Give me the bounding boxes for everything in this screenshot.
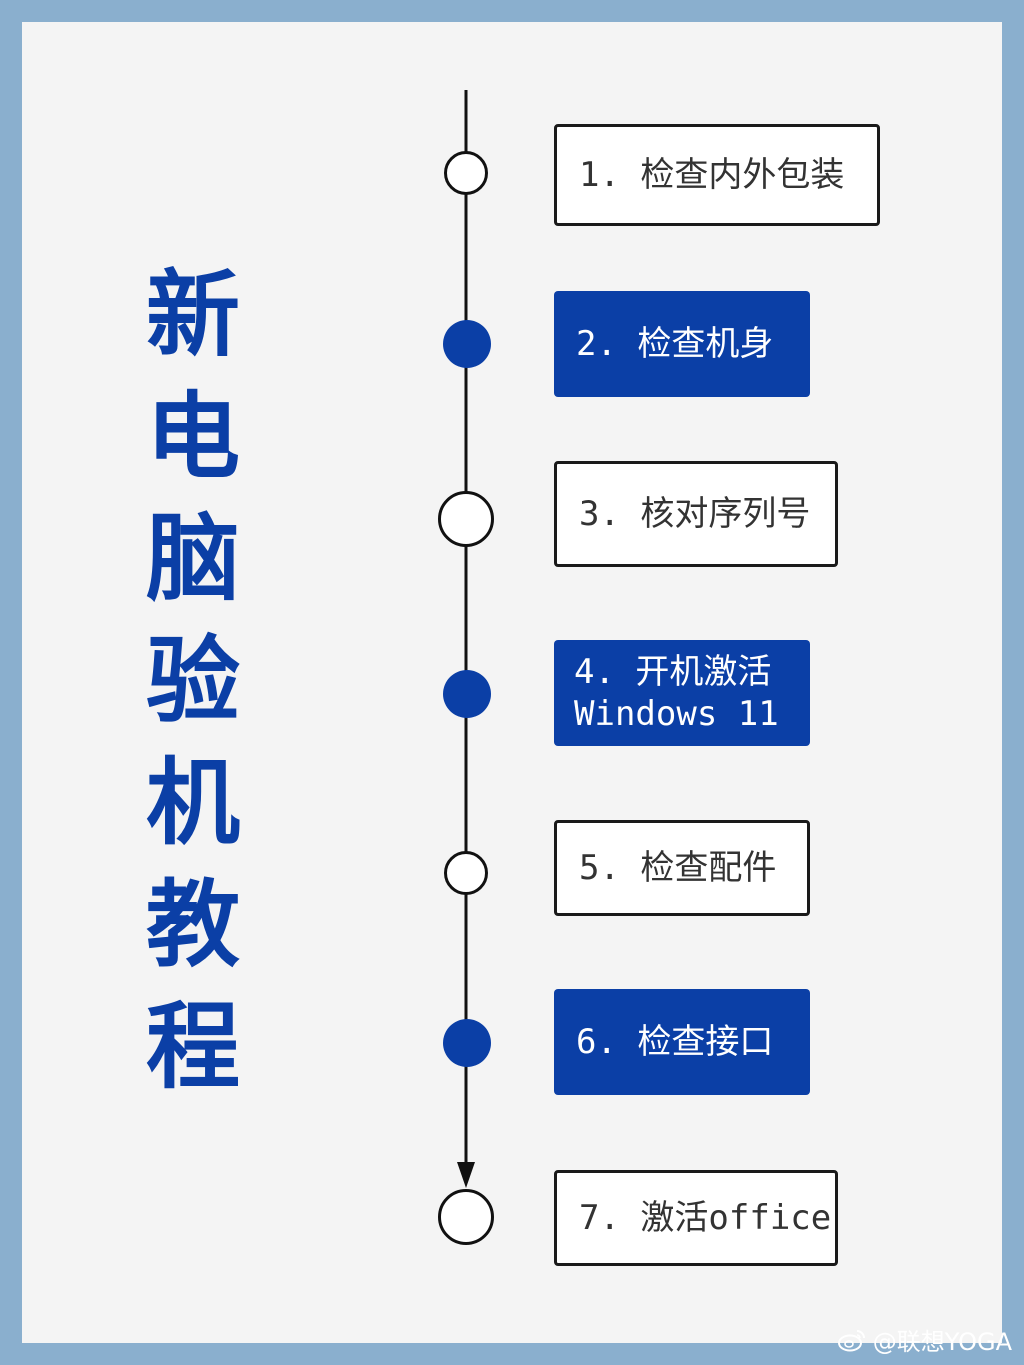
timeline-node-7 bbox=[438, 1189, 494, 1245]
step-box-7: 7. 激活office bbox=[554, 1170, 838, 1266]
step-label: 3. 核对序列号 bbox=[579, 494, 811, 534]
step-label-line2: Windows 11 bbox=[574, 694, 779, 734]
step-box-4: 4. 开机激活 Windows 11 bbox=[554, 640, 810, 746]
weibo-icon bbox=[837, 1329, 865, 1351]
timeline-node-6 bbox=[443, 1019, 491, 1067]
step-box-3: 3. 核对序列号 bbox=[554, 461, 838, 567]
step-label: 4. 开机激活 bbox=[574, 652, 772, 692]
watermark-text: @联想YOGA bbox=[872, 1328, 1012, 1356]
page-title: 新 电 脑 验 机 教 程 bbox=[128, 255, 258, 1109]
title-char: 机 bbox=[145, 749, 240, 858]
step-label: 5. 检查配件 bbox=[579, 848, 777, 888]
title-char: 新 bbox=[145, 261, 240, 370]
step-box-5: 5. 检查配件 bbox=[554, 820, 810, 916]
step-label: 6. 检查接口 bbox=[576, 1022, 774, 1062]
step-label: 7. 激活office bbox=[579, 1198, 832, 1238]
title-char: 教 bbox=[145, 871, 240, 980]
timeline-node-5 bbox=[444, 851, 488, 895]
step-box-6: 6. 检查接口 bbox=[554, 989, 810, 1095]
timeline-node-2 bbox=[443, 320, 491, 368]
content-panel bbox=[22, 22, 1002, 1343]
title-char: 验 bbox=[145, 627, 240, 736]
step-box-1: 1. 检查内外包装 bbox=[554, 124, 880, 226]
timeline-node-1 bbox=[444, 151, 488, 195]
timeline-node-3 bbox=[438, 491, 494, 547]
step-box-2: 2. 检查机身 bbox=[554, 291, 810, 397]
timeline-arrow-icon bbox=[457, 1162, 475, 1188]
watermark: @联想YOGA bbox=[837, 1322, 1012, 1357]
timeline-node-4 bbox=[443, 670, 491, 718]
title-char: 电 bbox=[145, 383, 240, 492]
title-char: 程 bbox=[145, 993, 240, 1102]
step-label: 1. 检查内外包装 bbox=[579, 155, 845, 195]
step-label: 2. 检查机身 bbox=[576, 324, 774, 364]
title-char: 脑 bbox=[145, 505, 240, 614]
